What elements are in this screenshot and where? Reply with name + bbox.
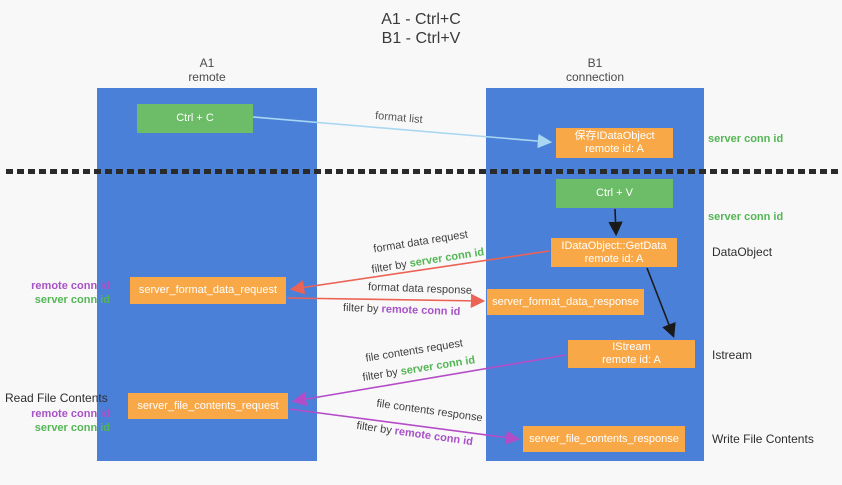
conn-id-block-file: remote conn id server conn id (0, 407, 110, 435)
arrow-file-contents-request (291, 354, 567, 407)
istream-line2: remote id: A (602, 354, 661, 366)
arrow-ctrlv-to-getdata (608, 208, 623, 237)
getdata-line2: remote id: A (584, 252, 644, 265)
column-header-a1: A1 remote (97, 56, 317, 84)
session-divider-dotted-line (6, 169, 838, 174)
column-header-b1: B1 connection (486, 56, 704, 84)
remote-conn-id-label: remote conn id (31, 280, 110, 292)
arrow-format-data-request (289, 250, 550, 295)
server-format-data-request-node: server_format_data_request (130, 277, 286, 304)
title-line-1: A1 - Ctrl+C (381, 11, 461, 28)
side-label-dataobject: DataObject (712, 245, 773, 259)
column-a1-name: A1 (199, 56, 215, 70)
ctrl-v-label: Ctrl + V (596, 187, 633, 199)
idataobject-getdata-node: IDataObject::GetData remote id: A (551, 238, 677, 267)
title-line-2: B1 - Ctrl+V (381, 30, 461, 47)
remote-conn-id-label: remote conn id (31, 408, 110, 420)
save-idataobject-node: 保存IDataObject remote id: A (556, 128, 673, 158)
column-b1-name: B1 (587, 56, 603, 70)
side-label-write-file-contents: Write File Contents (712, 432, 814, 446)
istream-node: IStream remote id: A (568, 340, 695, 368)
ctrl-c-label: Ctrl + C (176, 112, 214, 124)
conn-id-block-format: remote conn id server conn id (0, 279, 110, 307)
side-label-istream: Istream (712, 348, 753, 362)
ctrl-v-button-node: Ctrl + V (556, 179, 673, 208)
column-a1-subtitle: remote (188, 70, 226, 84)
arrow-format-list (252, 116, 553, 149)
arrow-file-contents-response (288, 408, 521, 445)
server-file-contents-request-node: server_file_contents_request (128, 393, 288, 419)
ctrl-c-button-node: Ctrl + C (137, 104, 253, 133)
server-file-contents-response-label: server_file_contents_response (529, 432, 679, 445)
server-file-contents-request-label: server_file_contents_request (137, 399, 279, 412)
server-format-data-response-node: server_format_data_response (487, 289, 644, 315)
save-idataobject-line1: 保存IDataObject (574, 130, 655, 142)
server-conn-id-label: server conn id (34, 294, 110, 306)
server-format-data-request-label: server_format_data_request (138, 284, 278, 296)
column-b1-subtitle: connection (565, 70, 625, 84)
istream-line1: IStream (612, 341, 651, 353)
getdata-line1: IDataObject::GetData (561, 239, 667, 252)
side-label-server-conn-id-top: server conn id (708, 133, 784, 145)
arrow-getdata-to-istream (646, 267, 676, 338)
arrow-format-data-response (286, 293, 486, 309)
server-conn-id-label: server conn id (34, 422, 110, 434)
server-file-contents-response-node: server_file_contents_response (523, 426, 685, 452)
save-idataobject-line2: remote id: A (585, 143, 644, 155)
server-format-data-response-label: server_format_data_response (492, 295, 639, 308)
filter-by-text: filter by (342, 301, 382, 316)
side-label-server-conn-id-mid: server conn id (708, 211, 784, 223)
diagram-title: A1 - Ctrl+C B1 - Ctrl+V (0, 10, 842, 48)
side-label-read-file-contents: Read File Contents (5, 391, 108, 405)
